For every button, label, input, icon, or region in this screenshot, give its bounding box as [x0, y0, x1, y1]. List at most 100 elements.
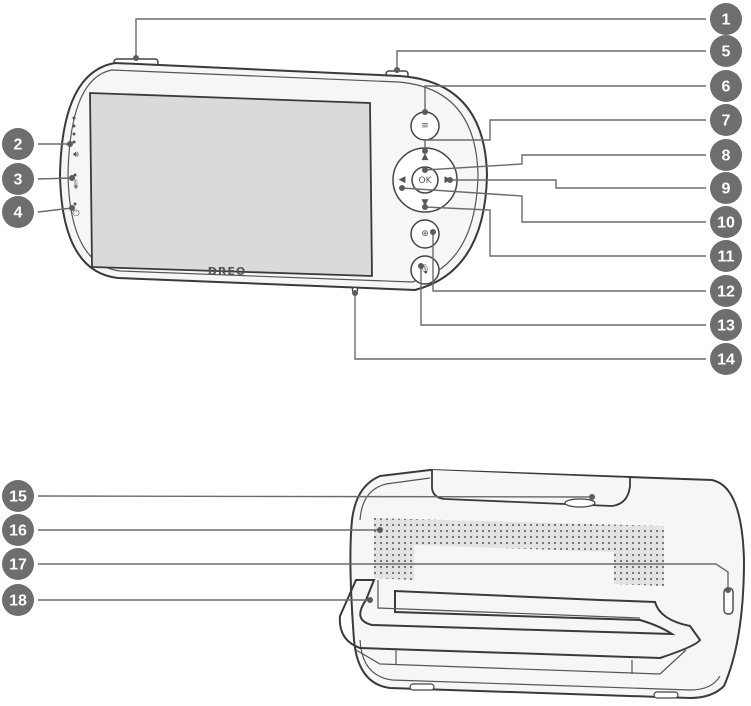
callout-number: 5 [722, 44, 731, 61]
callout-leader-line [450, 179, 706, 189]
callout-14: 14 [352, 290, 742, 375]
callout-anchor-dot [133, 55, 139, 61]
callout-badge [710, 206, 742, 238]
callout-badge [710, 309, 742, 341]
monitor-screen [89, 92, 373, 277]
callout-badge [710, 104, 742, 136]
callout-badge [2, 163, 34, 195]
callout-anchor-dot [377, 527, 383, 533]
back-view [338, 468, 746, 700]
callout-9: 9 [447, 172, 742, 204]
callout-leader-line [37, 177, 73, 180]
callout-3: 3 [2, 163, 75, 195]
left-foot [409, 683, 435, 691]
callout-anchor-dot [67, 141, 73, 147]
right-foot [653, 691, 679, 699]
callout-badge [2, 584, 34, 616]
callout-anchor-dot [422, 167, 428, 173]
callout-10: 10 [399, 185, 742, 238]
callout-2: 2 [2, 128, 73, 160]
callout-leader-line [424, 85, 706, 112]
callout-leader-line [432, 232, 706, 292]
callout-11: 11 [422, 204, 742, 272]
arrow-down-icon: ▼ [422, 198, 429, 208]
callout-leader-line [354, 293, 706, 360]
menu-button: ≡ [410, 111, 440, 141]
callout-badge [710, 275, 742, 307]
callout-number: 8 [722, 148, 731, 165]
callout-leader-line [37, 495, 593, 498]
zoom-icon: ⊕ [421, 229, 429, 239]
callout-number: 15 [9, 489, 27, 506]
callout-1: 1 [133, 3, 742, 61]
callout-badge [710, 70, 742, 102]
volume-icon: 🔊︎ [73, 150, 79, 160]
callout-leader-line [135, 18, 706, 58]
callout-number: 13 [717, 318, 735, 335]
callout-anchor-dot [422, 109, 428, 115]
ok-button-label: OK [419, 176, 433, 186]
callout-15: 15 [2, 480, 595, 512]
callout-anchor-dot [394, 67, 400, 73]
callout-badge [710, 240, 742, 272]
callout-badge [710, 343, 742, 375]
callout-number: 11 [718, 249, 735, 266]
callout-number: 2 [14, 137, 23, 154]
callout-6: 6 [422, 70, 742, 115]
callout-anchor-dot [422, 148, 428, 154]
callout-anchor-dot [69, 175, 75, 181]
callout-badge [710, 139, 742, 171]
callout-badge [710, 35, 742, 67]
callout-8: 8 [422, 139, 742, 173]
talk-button: 🎙︎ [410, 255, 440, 285]
callout-18: 18 [2, 584, 373, 616]
callout-leader-line [424, 154, 706, 171]
callout-anchor-dot [447, 177, 453, 183]
direction-pad: ▲ ▼ ◀ ▶ OK [392, 147, 458, 213]
callout-badge [2, 196, 34, 228]
callout-17: 17 [2, 548, 731, 593]
callout-anchor-dot [367, 597, 373, 603]
back-camera-slot [564, 498, 596, 508]
temperature-icon: 🌡︎ [70, 179, 81, 190]
callout-4: 4 [2, 196, 75, 228]
callout-number: 7 [722, 113, 731, 130]
callout-leader-line [424, 119, 706, 151]
arrow-up-icon: ▲ [422, 152, 429, 162]
callout-leader-line [420, 266, 706, 326]
callout-anchor-dot [725, 587, 731, 593]
front-view: DREO 🔊︎ 🌡︎ ⏻ ≡ ▲ ▼ ◀ ▶ OK [58, 58, 489, 294]
menu-icon: ≡ [421, 121, 429, 131]
kickstand [338, 579, 702, 675]
callout-anchor-dot [69, 205, 75, 211]
callout-number: 1 [722, 12, 731, 29]
callout-anchor-dot [418, 263, 424, 269]
callout-anchor-dot [422, 204, 428, 210]
callout-leader-line [38, 563, 729, 590]
callout-badge [2, 128, 34, 160]
callout-number: 6 [722, 79, 731, 96]
callout-13: 13 [418, 263, 742, 341]
callout-number: 18 [9, 593, 27, 610]
callout-12: 12 [430, 229, 742, 307]
callout-number: 9 [722, 181, 731, 198]
callout-badge [2, 514, 34, 546]
callout-badge [2, 480, 34, 512]
zoom-button: ⊕ [410, 219, 440, 249]
callout-leader-line [37, 207, 73, 213]
callout-7: 7 [422, 104, 742, 154]
callout-number: 16 [9, 523, 27, 540]
microphone-icon: 🎙︎ [419, 264, 430, 275]
callout-badge [2, 548, 34, 580]
brand-logo: DREO [208, 265, 246, 278]
callout-leader-line [401, 187, 706, 223]
monitor-back-body [349, 468, 746, 700]
callout-number: 17 [9, 557, 27, 574]
power-icon: ⏻ [72, 208, 79, 219]
speaker-grille-holes [374, 518, 664, 586]
callout-number: 4 [14, 205, 23, 222]
callout-leader-line [396, 50, 706, 70]
callout-anchor-dot [399, 185, 405, 191]
